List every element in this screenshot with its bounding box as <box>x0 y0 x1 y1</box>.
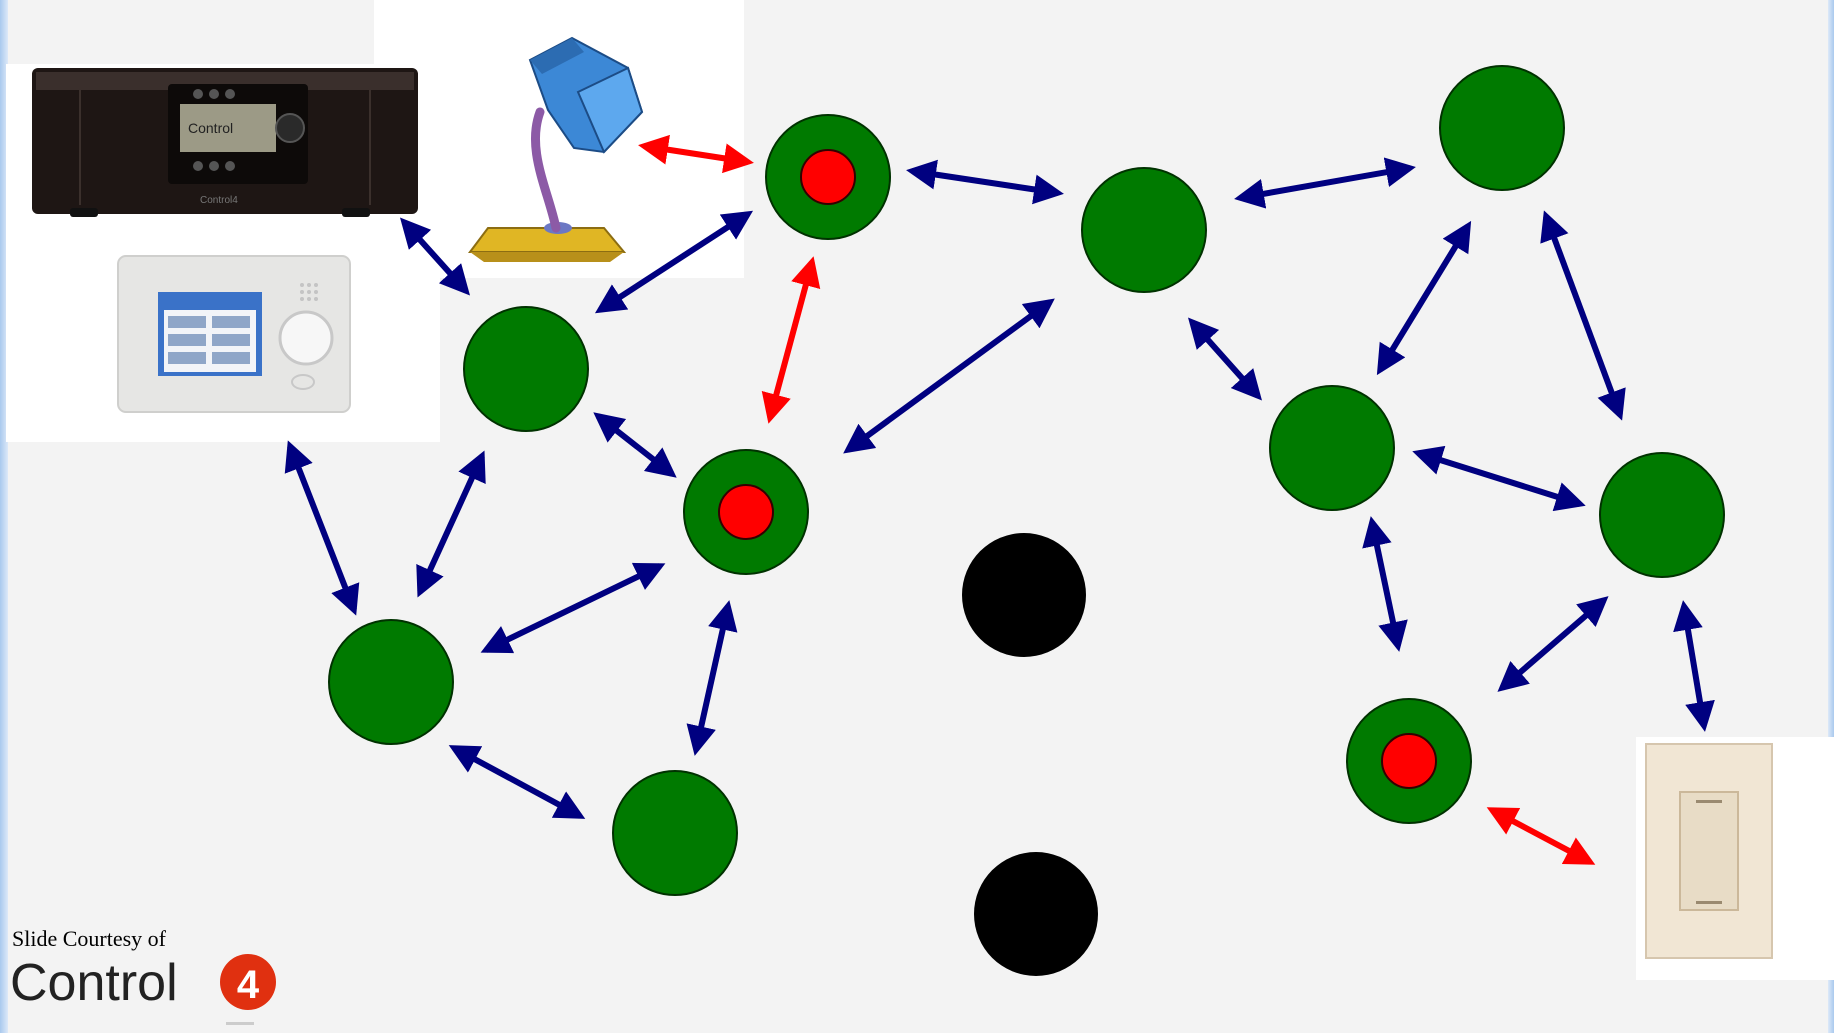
link <box>594 210 754 314</box>
controller-icon: Control Control4 <box>32 68 418 217</box>
device-marker <box>800 149 856 205</box>
slide-edge-left <box>0 0 8 1033</box>
touch-panel-icon <box>117 255 351 413</box>
device-link <box>761 256 821 424</box>
link <box>480 562 666 654</box>
logo-text: Control <box>10 954 178 1012</box>
mesh-node <box>328 619 454 745</box>
controller-brand-label: Control4 <box>200 195 238 206</box>
link <box>1540 210 1626 421</box>
device-link <box>1486 807 1596 865</box>
device-link <box>638 134 754 174</box>
light-switch-icon <box>1645 743 1773 959</box>
link <box>686 600 738 756</box>
control4-logo-icon: Control 4 <box>10 954 276 1025</box>
dead-node <box>962 533 1086 657</box>
link <box>1376 220 1472 376</box>
device-marker <box>1381 733 1437 789</box>
link <box>1673 600 1715 732</box>
mesh-node <box>463 306 589 432</box>
link <box>1362 516 1408 652</box>
mesh-node <box>1439 65 1565 191</box>
link <box>1234 157 1416 209</box>
device-marker <box>718 484 774 540</box>
link <box>416 450 486 598</box>
slide-credit: Slide Courtesy of <box>12 926 166 951</box>
link <box>399 217 471 296</box>
link <box>1497 596 1609 692</box>
link <box>284 440 360 616</box>
mesh-node <box>1269 385 1395 511</box>
link <box>1188 317 1262 401</box>
link <box>593 412 677 478</box>
link <box>1412 445 1586 512</box>
lamp-icon <box>468 36 644 262</box>
controller-screen-label: Control <box>188 120 233 136</box>
svg-text:4: 4 <box>237 963 260 1007</box>
mesh-node <box>612 770 738 896</box>
link <box>906 159 1064 205</box>
dead-node <box>974 852 1098 976</box>
link <box>448 745 586 819</box>
mesh-node <box>1081 167 1207 293</box>
mesh-node <box>1599 452 1725 578</box>
slide-edge-right <box>1828 0 1834 1033</box>
link <box>843 298 1055 454</box>
